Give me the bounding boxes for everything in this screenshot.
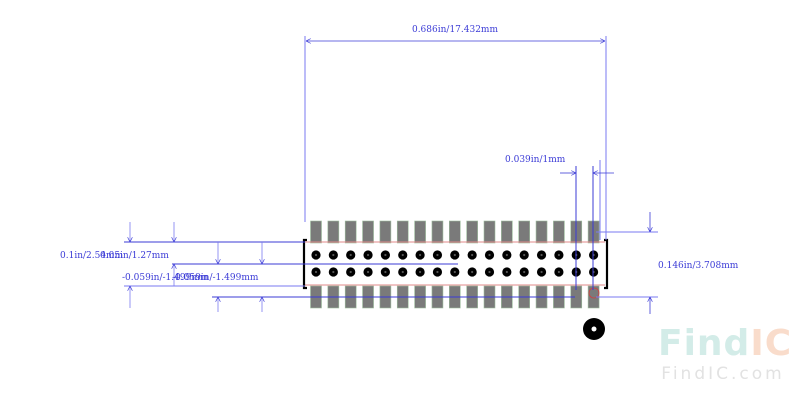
hole-center <box>540 270 543 274</box>
hole-center <box>332 270 335 274</box>
top-pad <box>396 220 409 244</box>
top-pad <box>501 220 513 244</box>
findic-url: FindIC.com <box>661 364 785 384</box>
pad-span-height-dimension: 0.146in/3.708mm <box>596 212 739 314</box>
hole-center <box>436 253 439 257</box>
hole-center <box>401 253 404 257</box>
pin1-marker-circle <box>588 287 600 299</box>
hole-center <box>488 253 491 257</box>
hole-center <box>401 270 404 274</box>
hole-center <box>488 270 491 274</box>
left-dimensions: 0.1in/2.54mm 0.05in/1.27mm -0.059in/-1.4… <box>60 222 575 312</box>
hole-center <box>505 270 508 274</box>
findic-logo: FindIC <box>658 323 793 364</box>
hole-center <box>453 270 456 274</box>
hole-center <box>523 270 526 274</box>
pad-span-height-label: 0.146in/3.708mm <box>658 261 739 271</box>
top-pad <box>344 220 357 244</box>
hole-center <box>332 253 335 257</box>
top-pad <box>310 220 322 244</box>
top-pad <box>362 220 374 244</box>
hole-center <box>453 253 456 257</box>
top-pad <box>431 220 444 244</box>
hole-center <box>557 270 561 274</box>
hole-center <box>471 270 474 274</box>
pad-width-dimension: 0.039in/1mm <box>505 155 614 290</box>
hole-center <box>349 253 352 257</box>
findic-watermark: FindIC FindIC.com <box>658 323 793 385</box>
overall-width-label: 0.686in/17.432mm <box>412 25 498 35</box>
hole-center <box>384 253 387 257</box>
hole-center <box>523 253 526 257</box>
top-pad <box>483 220 496 244</box>
overall-width-dimension: 0.686in/17.432mm <box>304 25 607 240</box>
offset-b-label: -0.059in/-1.499mm <box>172 273 259 283</box>
hole-center <box>436 270 439 274</box>
hole-center <box>419 270 422 274</box>
top-pad <box>379 220 392 244</box>
hole-center <box>471 253 474 257</box>
hole-center <box>540 253 543 257</box>
top-pad <box>414 220 426 244</box>
hole-center <box>314 270 318 274</box>
outline-right-bracket <box>604 238 609 290</box>
top-pad-row <box>310 220 600 244</box>
row-pitch-label: 0.1in/2.54mm <box>60 251 124 261</box>
hole-center <box>366 270 370 274</box>
top-pad <box>327 220 340 244</box>
top-pad <box>448 220 461 244</box>
hole-center <box>314 253 318 257</box>
hole-center <box>419 253 422 257</box>
half-pitch-label: 0.05in/1.27mm <box>100 251 169 261</box>
hole-center <box>384 270 387 274</box>
top-pad <box>535 220 548 244</box>
offset-a-label: -0.059in/-1.499mm <box>122 273 209 283</box>
through-holes <box>311 250 599 277</box>
top-pad <box>518 220 531 244</box>
mounting-hole <box>583 318 605 340</box>
top-pad <box>553 220 565 244</box>
hole-center <box>349 270 352 274</box>
hole-center <box>366 253 370 257</box>
hole-center <box>505 253 508 257</box>
pad-width-label: 0.039in/1mm <box>505 155 566 165</box>
hole-center <box>557 253 561 257</box>
top-pad <box>466 220 478 244</box>
